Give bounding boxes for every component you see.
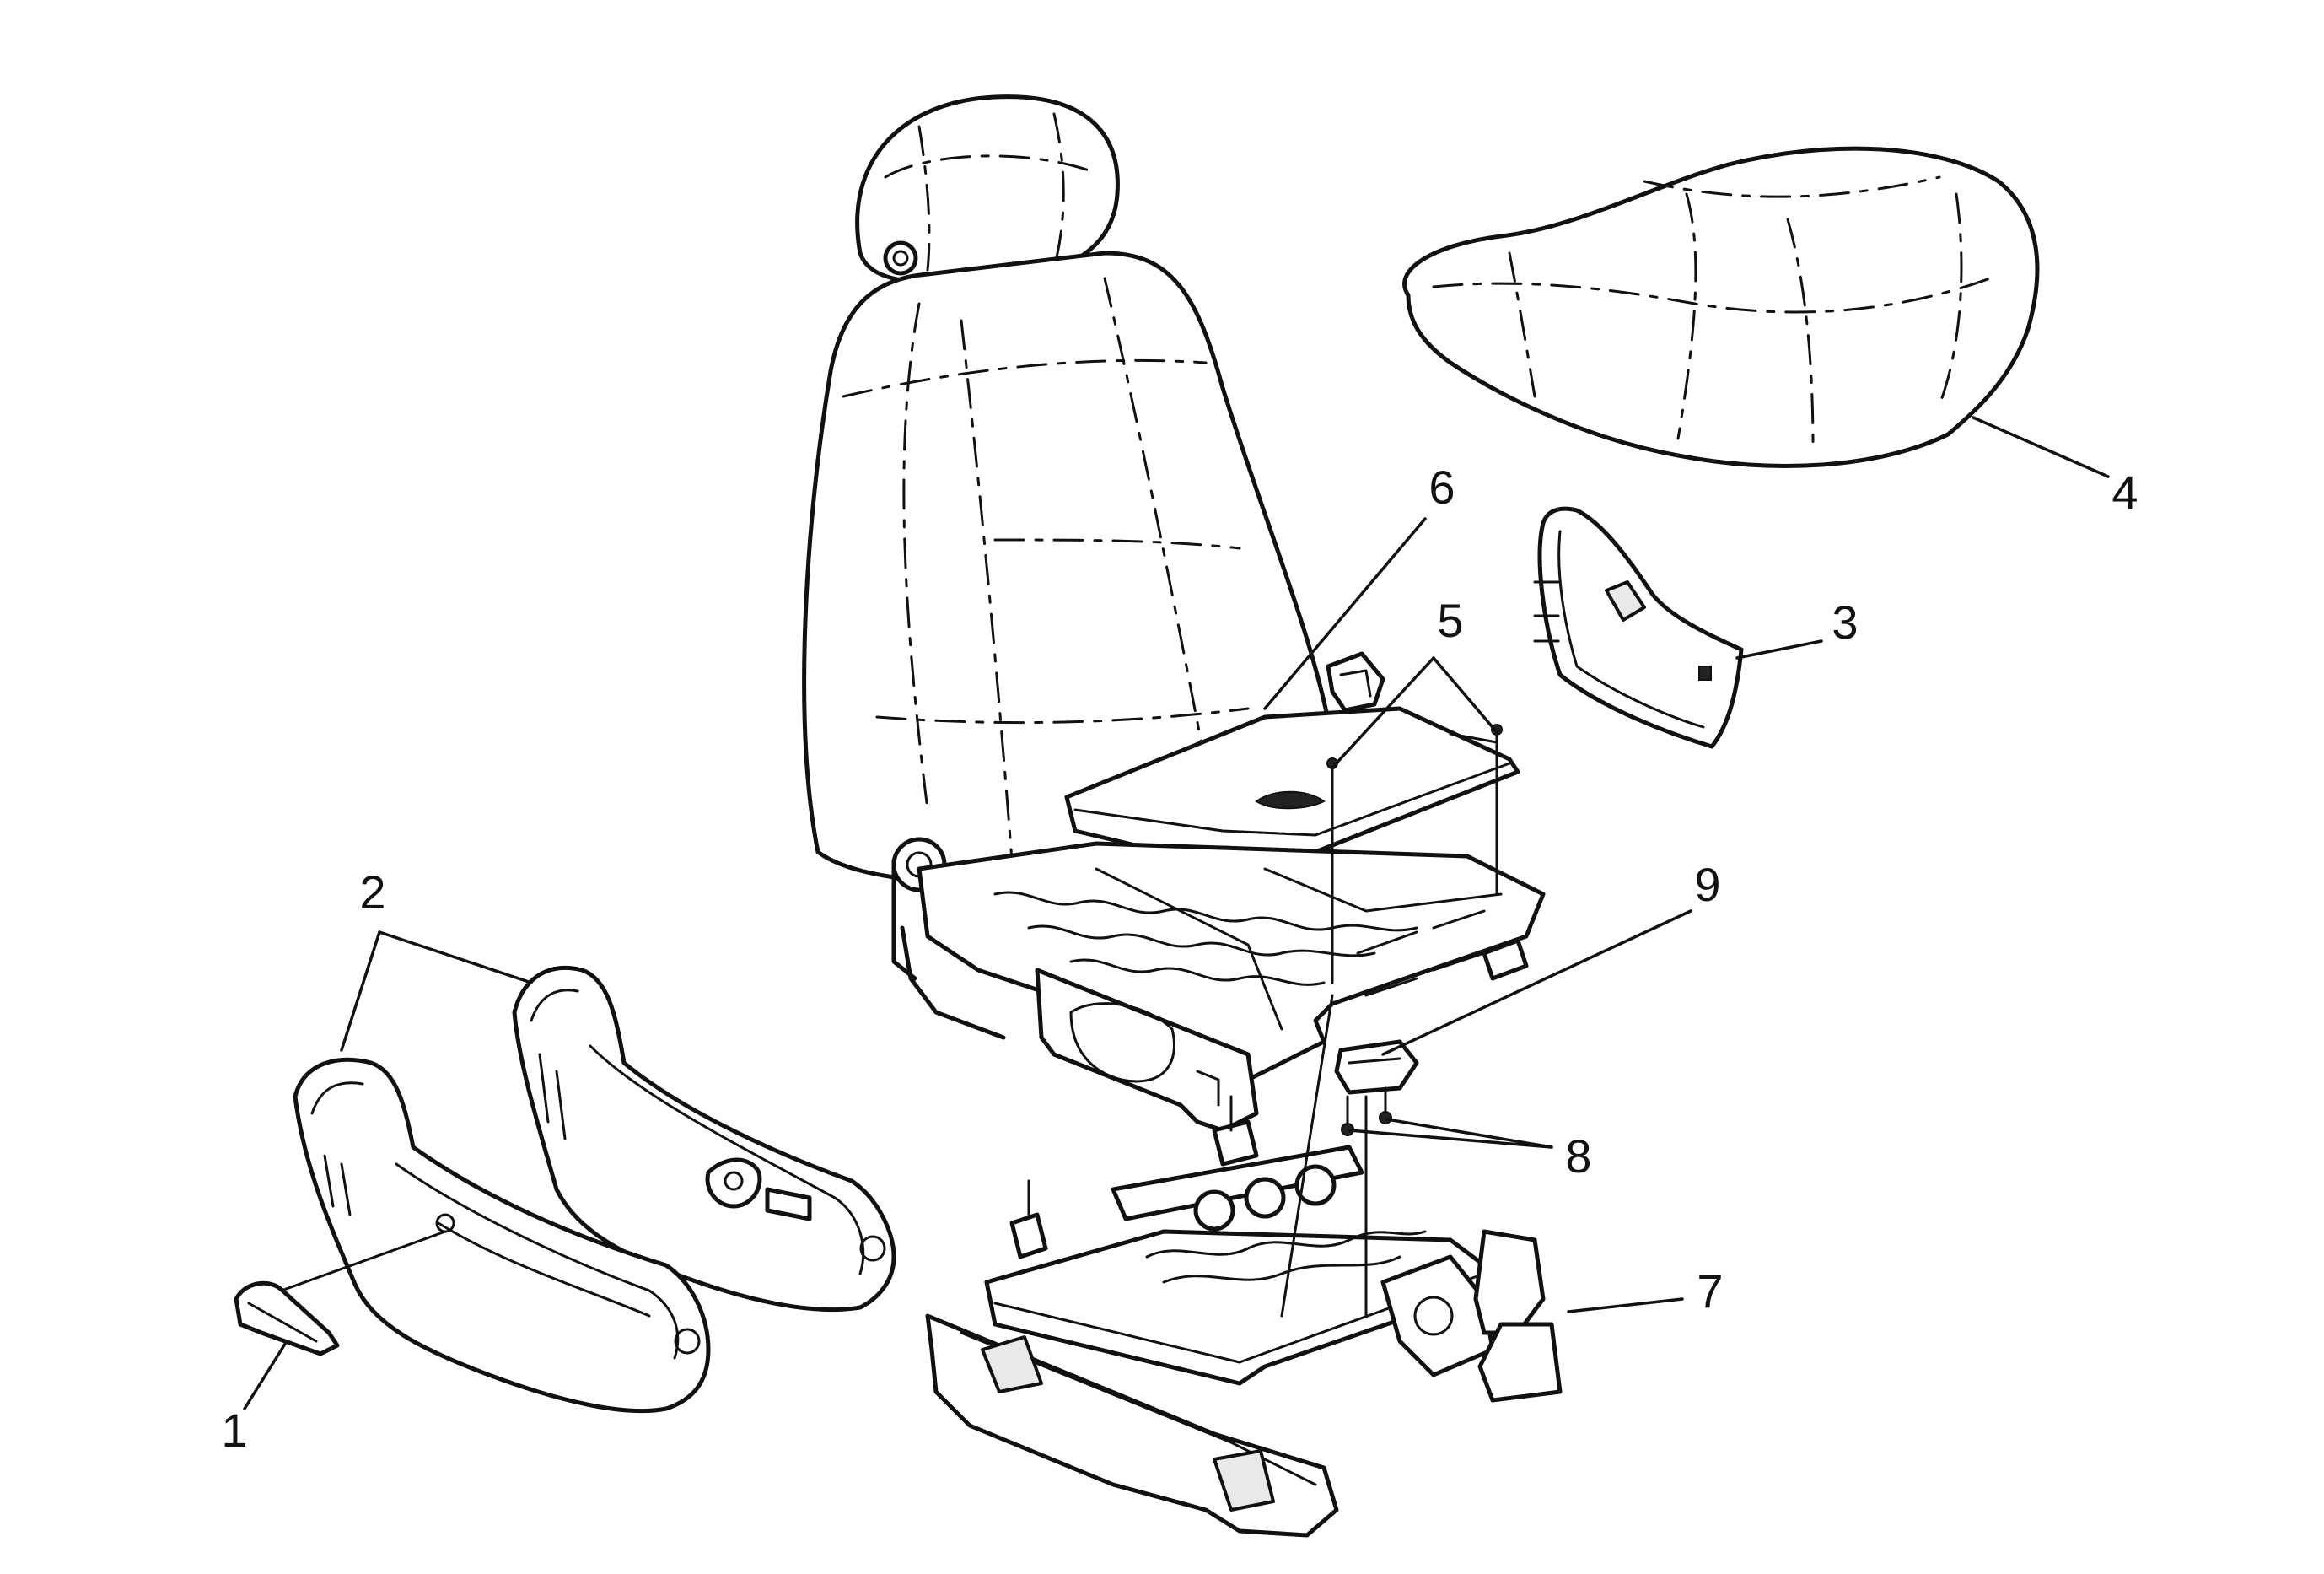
callout-9: 9 (1694, 858, 1720, 911)
inner-side-finisher (1533, 506, 1744, 749)
callout-labels: 1 2 3 4 5 6 7 8 9 (221, 461, 2138, 1457)
adjuster-knob (234, 1280, 340, 1356)
leader-6 (1263, 517, 1427, 710)
callout-4: 4 (2112, 466, 2138, 519)
leader-4 (1972, 416, 2110, 478)
seat-frame (900, 841, 1546, 1133)
seat-adjuster-track (925, 724, 1563, 1538)
callout-6: 6 (1428, 461, 1455, 514)
leader-3 (1735, 639, 1823, 660)
callout-5: 5 (1437, 594, 1463, 647)
leader-7 (1567, 1297, 1684, 1313)
leader-5a (1331, 656, 1435, 769)
leader-2b (378, 930, 533, 984)
leader-1 (243, 1340, 288, 1410)
leader-2a (340, 930, 381, 1052)
outer-side-shield (268, 965, 896, 1414)
seat-cushion-pad (1402, 146, 2040, 468)
leader-9 (1381, 909, 1692, 1056)
leader-8a (1348, 1129, 1553, 1149)
leader-5b (1432, 656, 1498, 734)
leader-8b (1385, 1118, 1553, 1149)
seat-pan-board (1064, 651, 1520, 854)
callout-7: 7 (1697, 1264, 1723, 1318)
callout-8: 8 (1565, 1129, 1591, 1183)
callout-2: 2 (359, 865, 385, 919)
callout-3: 3 (1832, 596, 1858, 649)
leader-lines (243, 416, 2110, 1410)
callout-1: 1 (221, 1404, 247, 1457)
